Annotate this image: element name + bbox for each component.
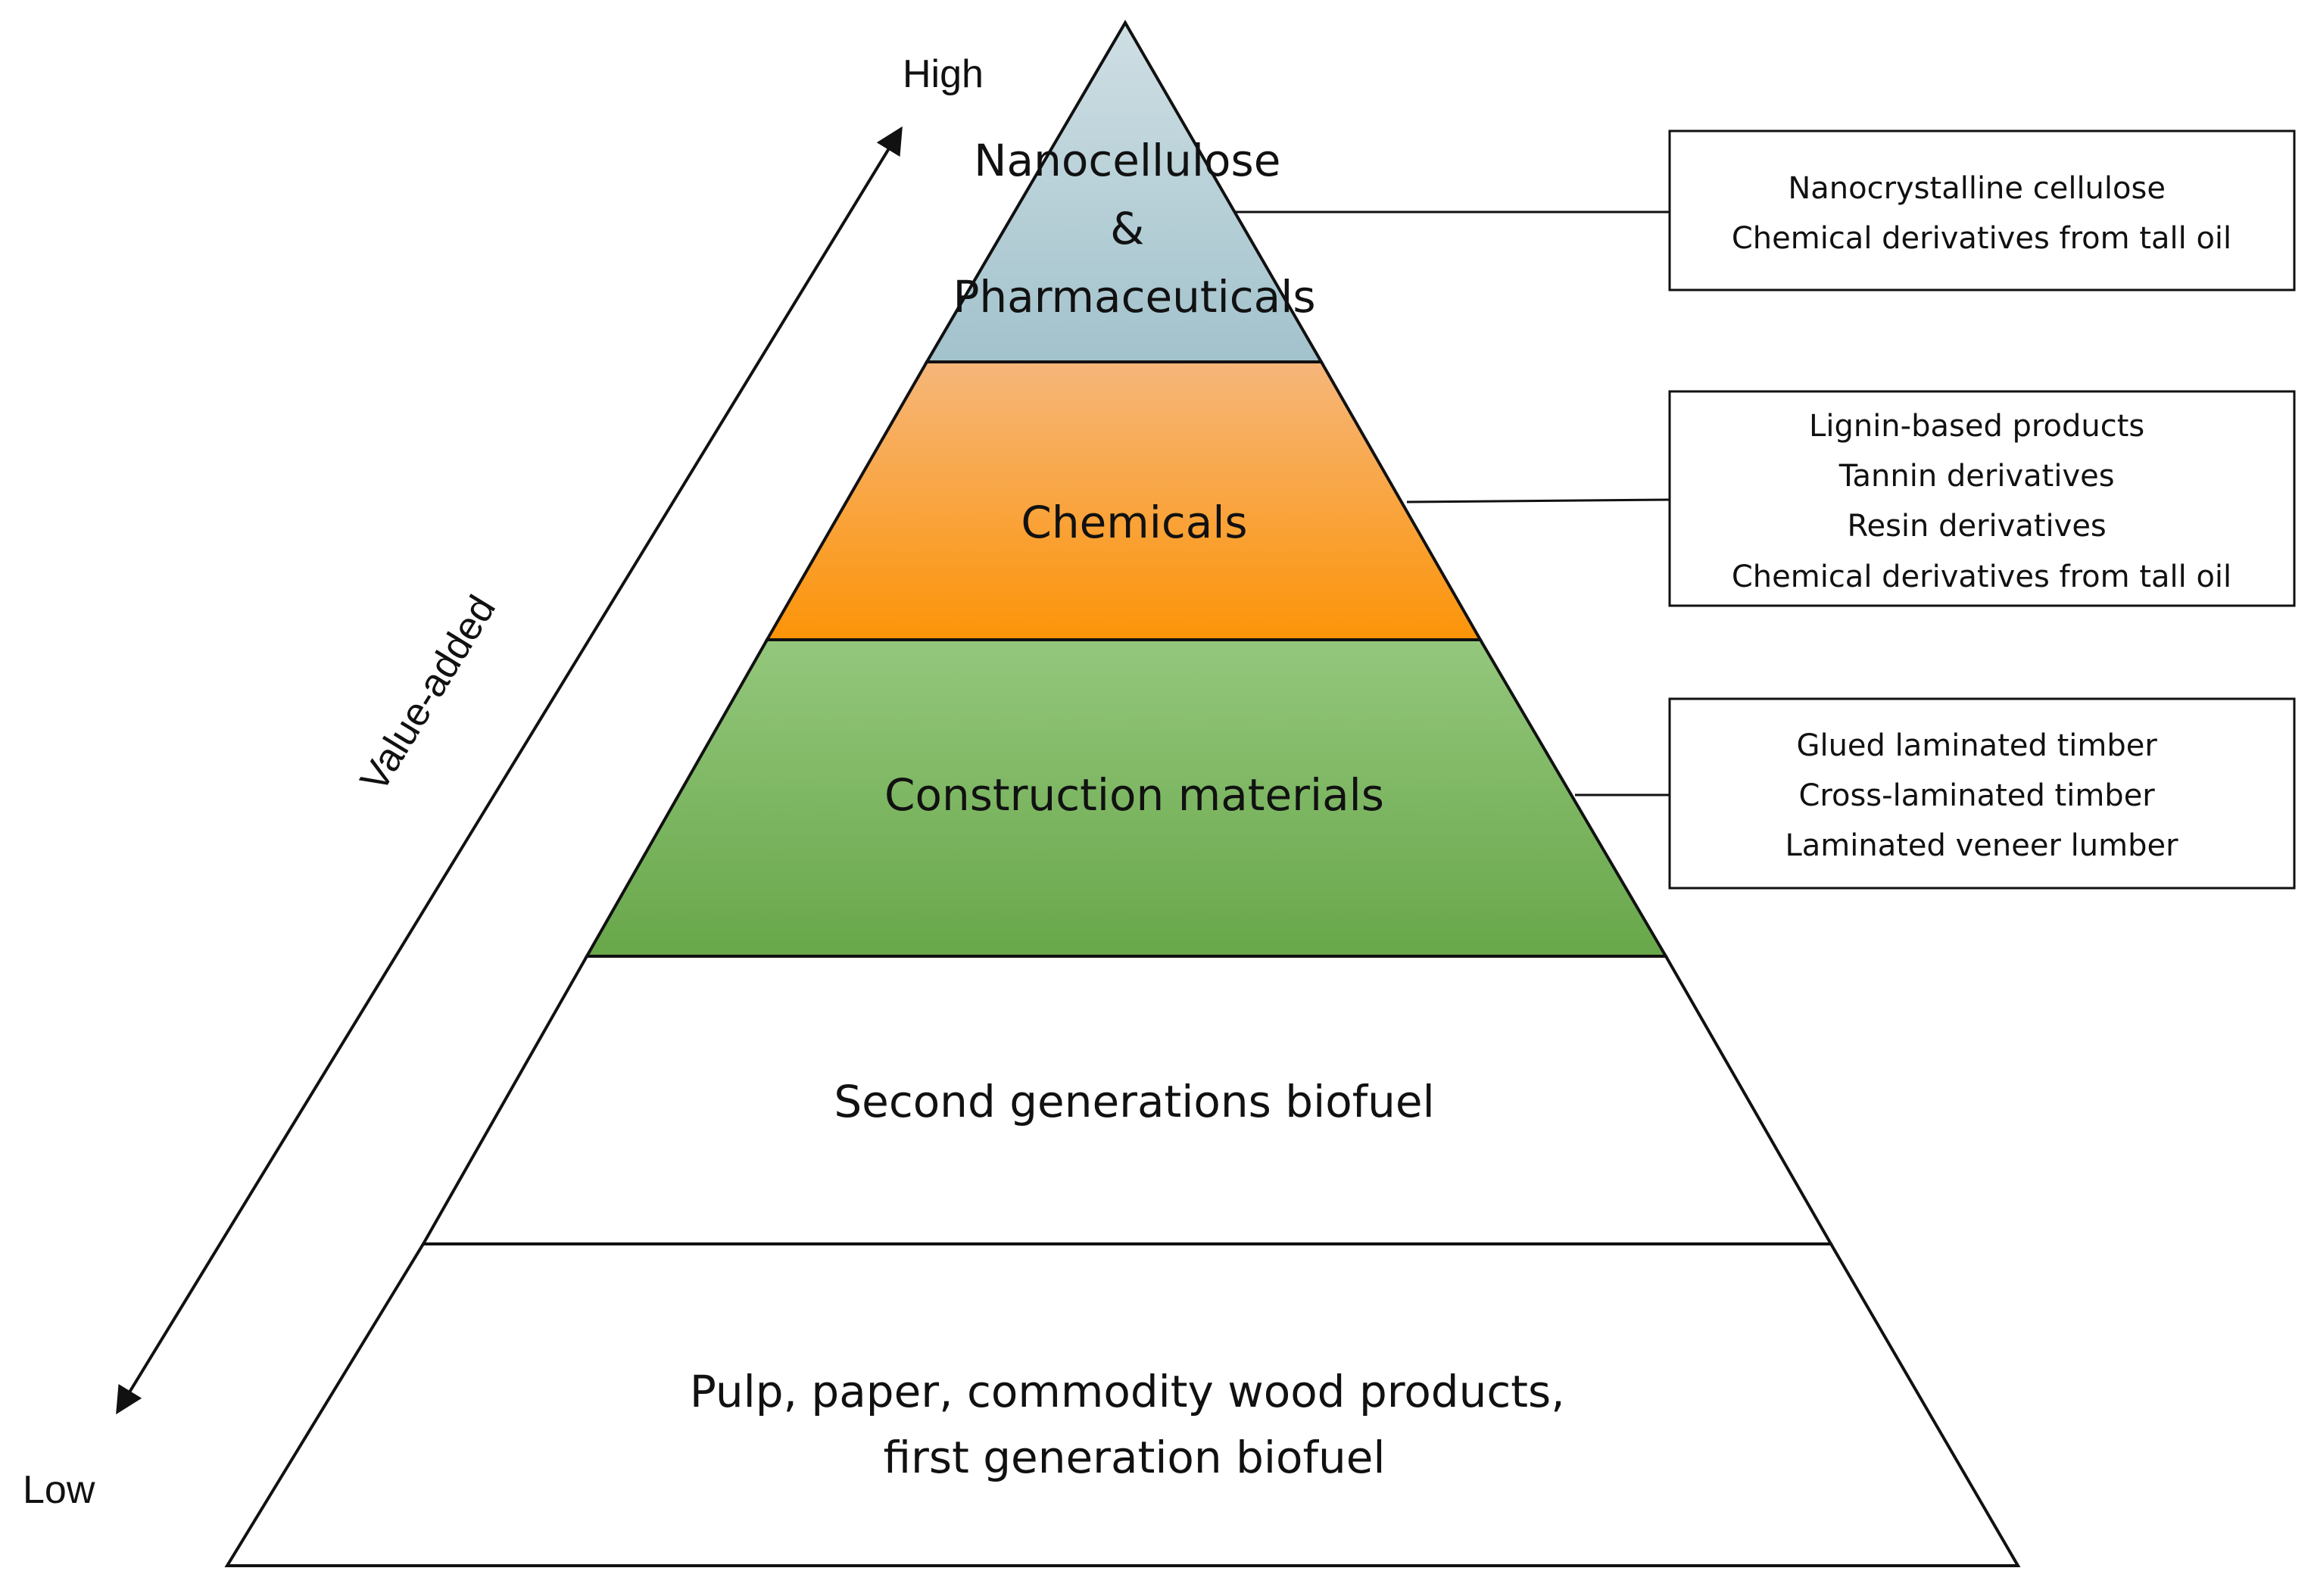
example-box-0-item-1: Nanocrystalline cellulose [1788,171,2166,206]
tier-2-label: Construction materials [884,769,1384,821]
example-box-1-item-3: Resin derivatives [1847,509,2106,544]
example-box-1: Lignin-based products Tannin derivatives… [1668,390,2296,607]
example-box-2: Glued laminated timber Cross-laminated t… [1668,697,2296,890]
tier-0-label: Nanocellulose & Pharmaceuticals [953,135,1315,323]
example-box-0-frame [1668,129,2296,291]
example-box-0-text: Nanocrystalline cellulose Chemical deriv… [1732,171,2231,256]
tier-4-label-line-2: first generation biofuel [883,1432,1385,1483]
example-box-2-text: Glued laminated timber Cross-laminated t… [1785,728,2178,863]
example-box-1-text: Lignin-based products Tannin derivatives… [1732,409,2231,594]
example-box-1-item-1: Lignin-based products [1809,409,2144,444]
tier-1-connector [1406,498,1670,503]
example-box-2-frame [1668,697,2296,890]
axis-title: Value-added [352,588,504,800]
axis-low-label: Low [23,1468,95,1512]
tier-4-label-line-1: Pulp, paper, commodity wood products, [690,1366,1565,1417]
example-box-1-item-4: Chemical derivatives from tall oil [1732,560,2231,594]
connectors [1236,210,1670,796]
tier-3-label: Second generations biofuel [834,1076,1434,1127]
example-box-2-item-2: Cross-laminated timber [1799,778,2156,813]
example-box-2-item-1: Glued laminated timber [1796,728,2157,763]
tier-4-shape [224,1242,2021,1567]
example-box-0-item-2: Chemical derivatives from tall oil [1732,221,2231,256]
value-axis-arrow [116,126,903,1415]
tier-1-label: Chemicals [1021,497,1247,548]
tier-0-label-line-2: & [1110,203,1144,254]
example-box-1-frame [1668,390,2296,607]
axis-high-label: High [903,52,984,96]
tier-4-label: Pulp, paper, commodity wood products, fi… [690,1366,1579,1483]
pyramid: Nanocellulose & Pharmaceuticals Chemical… [224,20,2021,1567]
example-box-0: Nanocrystalline cellulose Chemical deriv… [1668,129,2296,291]
tier-0-label-line-3: Pharmaceuticals [953,271,1315,323]
example-box-2-item-3: Laminated veneer lumber [1785,828,2178,863]
tier-0-label-line-1: Nanocellulose [974,135,1280,186]
example-box-1-item-2: Tannin derivatives [1838,459,2115,494]
